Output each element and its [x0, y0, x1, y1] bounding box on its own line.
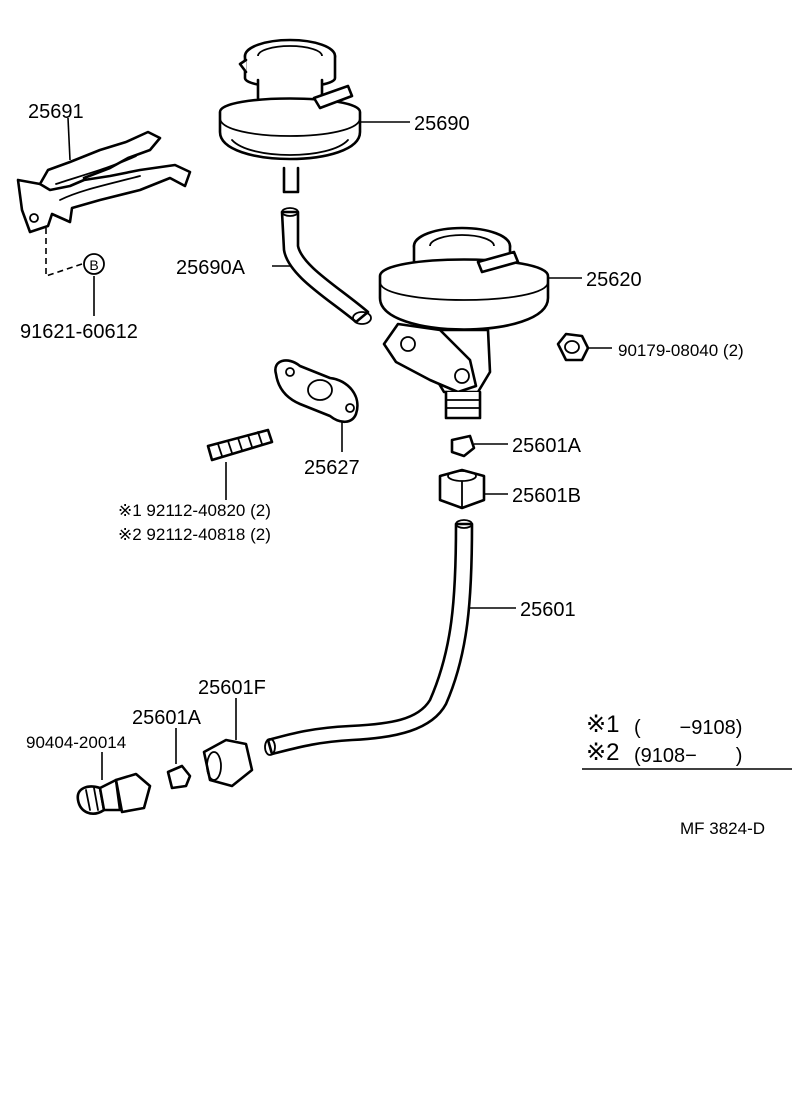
- nut-25601F: [202, 738, 254, 788]
- label-stud-1: ※1 92112-40820 (2): [118, 501, 271, 520]
- label-25691: 25691: [28, 101, 84, 123]
- label-stud-2: ※2 92112-40818 (2): [118, 525, 271, 544]
- union-90404: [76, 772, 152, 815]
- label-25620: 25620: [586, 269, 642, 291]
- legend-mark-1: ※1: [586, 711, 619, 738]
- label-25601B: 25601B: [512, 485, 581, 507]
- legend-range-1: ( −9108): [634, 717, 742, 739]
- label-91621-60612: 91621-60612: [20, 321, 138, 343]
- stud-bolt: [206, 428, 274, 462]
- sleeve-25601A-top: [450, 434, 476, 458]
- bracket-25691: [16, 130, 192, 234]
- label-25601: 25601: [520, 599, 576, 621]
- egr-valve-25620: [378, 226, 550, 420]
- label-90179-08040: 90179-08040 (2): [618, 341, 744, 360]
- callout-b-letter: B: [89, 257, 98, 273]
- label-25601A-top: 25601A: [512, 435, 582, 457]
- label-25601F: 25601F: [198, 677, 266, 699]
- callout-b: B: [83, 253, 105, 275]
- label-90404-20014: 90404-20014: [26, 733, 126, 752]
- pipe-25601: [264, 519, 474, 756]
- hose-25690A: [280, 207, 372, 325]
- gasket-25627: [274, 359, 359, 424]
- figure-code: MF 3824-D: [680, 819, 765, 838]
- legend-mark-2: ※2: [586, 739, 619, 766]
- sleeve-25601A-bottom: [166, 764, 192, 790]
- label-25627: 25627: [304, 457, 360, 479]
- label-25690A: 25690A: [176, 257, 246, 279]
- nut-25601B: [438, 468, 486, 510]
- label-25601A-bottom: 25601A: [132, 707, 202, 729]
- nut-90179: [556, 332, 590, 362]
- applicability-legend: ※1 ( −9108) ※2 (9108− ): [582, 711, 792, 770]
- vsv-25690: [218, 38, 362, 194]
- legend-range-2: (9108− ): [634, 745, 742, 767]
- label-25690: 25690: [414, 113, 470, 135]
